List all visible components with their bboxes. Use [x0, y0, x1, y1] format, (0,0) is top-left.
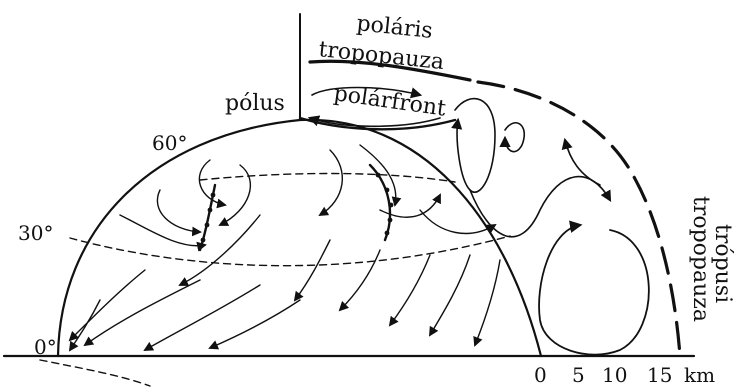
front-barbs — [201, 173, 394, 243]
latitude-30-line — [70, 236, 510, 266]
streamline-3 — [157, 190, 200, 232]
scale-tick-15: 15 — [647, 363, 672, 387]
streamline-7 — [145, 285, 260, 350]
below-ground-dashed — [40, 360, 150, 386]
tropical-tropopause-line — [478, 82, 680, 356]
scale-tick-5: 5 — [572, 363, 585, 387]
streamline-15 — [390, 255, 430, 325]
scale-unit: km — [684, 363, 715, 387]
streamline-4 — [120, 215, 205, 246]
hadley-cell-loop — [539, 225, 649, 355]
streamline-10 — [320, 150, 342, 215]
streamline-17 — [475, 260, 500, 345]
latitude-60-line — [200, 174, 455, 183]
small-vortex-loop — [505, 123, 524, 152]
streamline-16 — [430, 255, 470, 335]
polar-cell-loop — [455, 99, 495, 193]
label-lat-30: 30° — [18, 221, 53, 245]
scale-tick-0: 0 — [534, 363, 547, 387]
label-tropical-tropopause: tropopauza — [688, 196, 713, 322]
streamline-13 — [295, 240, 330, 300]
earth-outline — [58, 120, 541, 356]
streamline-14 — [340, 250, 380, 310]
label-polaris: poláris — [355, 11, 434, 44]
label-lat-0: 0° — [34, 335, 57, 359]
label-lat-60: 60° — [152, 131, 187, 155]
streamline-6 — [85, 280, 200, 345]
label-polus: pólus — [225, 91, 285, 116]
scale-tick-10: 10 — [602, 363, 627, 387]
streamline-2 — [220, 165, 250, 225]
label-polarfront: polárfront — [332, 81, 447, 121]
